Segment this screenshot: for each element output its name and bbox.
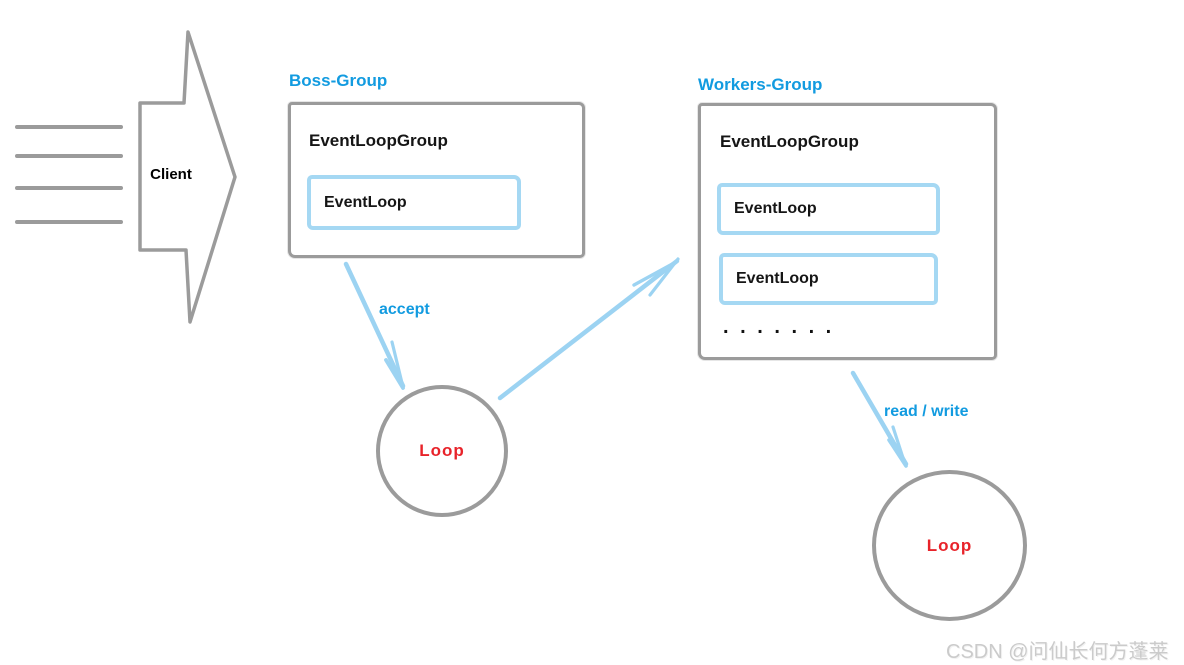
workers-eventloopgroup-label: EventLoopGroup	[720, 132, 859, 151]
boss-loop-label: Loop	[419, 441, 465, 460]
traffic-line	[15, 220, 123, 224]
worker-loop-label: Loop	[926, 535, 973, 555]
workers-eventloop-box-2: EventLoop	[719, 253, 938, 305]
workers-eventloop-box-1: EventLoop	[717, 183, 940, 235]
boss-eventloop-label: EventLoop	[324, 193, 407, 211]
workers-group-box: EventLoopGroup EventLoop EventLoop . . .…	[698, 103, 997, 360]
workers-eventloop-label-1: EventLoop	[734, 200, 817, 217]
boss-group-box: EventLoopGroup EventLoop	[288, 102, 585, 258]
client-label: Client	[150, 166, 192, 183]
workers-eventloop-label-2: EventLoop	[736, 270, 819, 287]
workers-group-title: Workers-Group	[698, 75, 823, 94]
accept-label: accept	[379, 301, 430, 318]
boss-eventloopgroup-label: EventLoopGroup	[309, 131, 448, 150]
traffic-line	[15, 186, 123, 190]
workers-ellipsis: . . . . . . .	[723, 316, 835, 338]
traffic-line	[15, 154, 123, 158]
boss-loop-circle: Loop	[376, 385, 508, 517]
boss-eventloop-box: EventLoop	[307, 175, 521, 230]
read-write-label: read / write	[884, 403, 969, 420]
worker-loop-circle: Loop	[872, 470, 1027, 621]
accept-arrow	[343, 261, 406, 390]
boss-group-title: Boss-Group	[289, 71, 388, 90]
traffic-line	[15, 125, 123, 129]
loop-to-workers-arrow	[497, 257, 680, 401]
watermark: CSDN @问仙长何方蓬莱	[946, 641, 1169, 663]
